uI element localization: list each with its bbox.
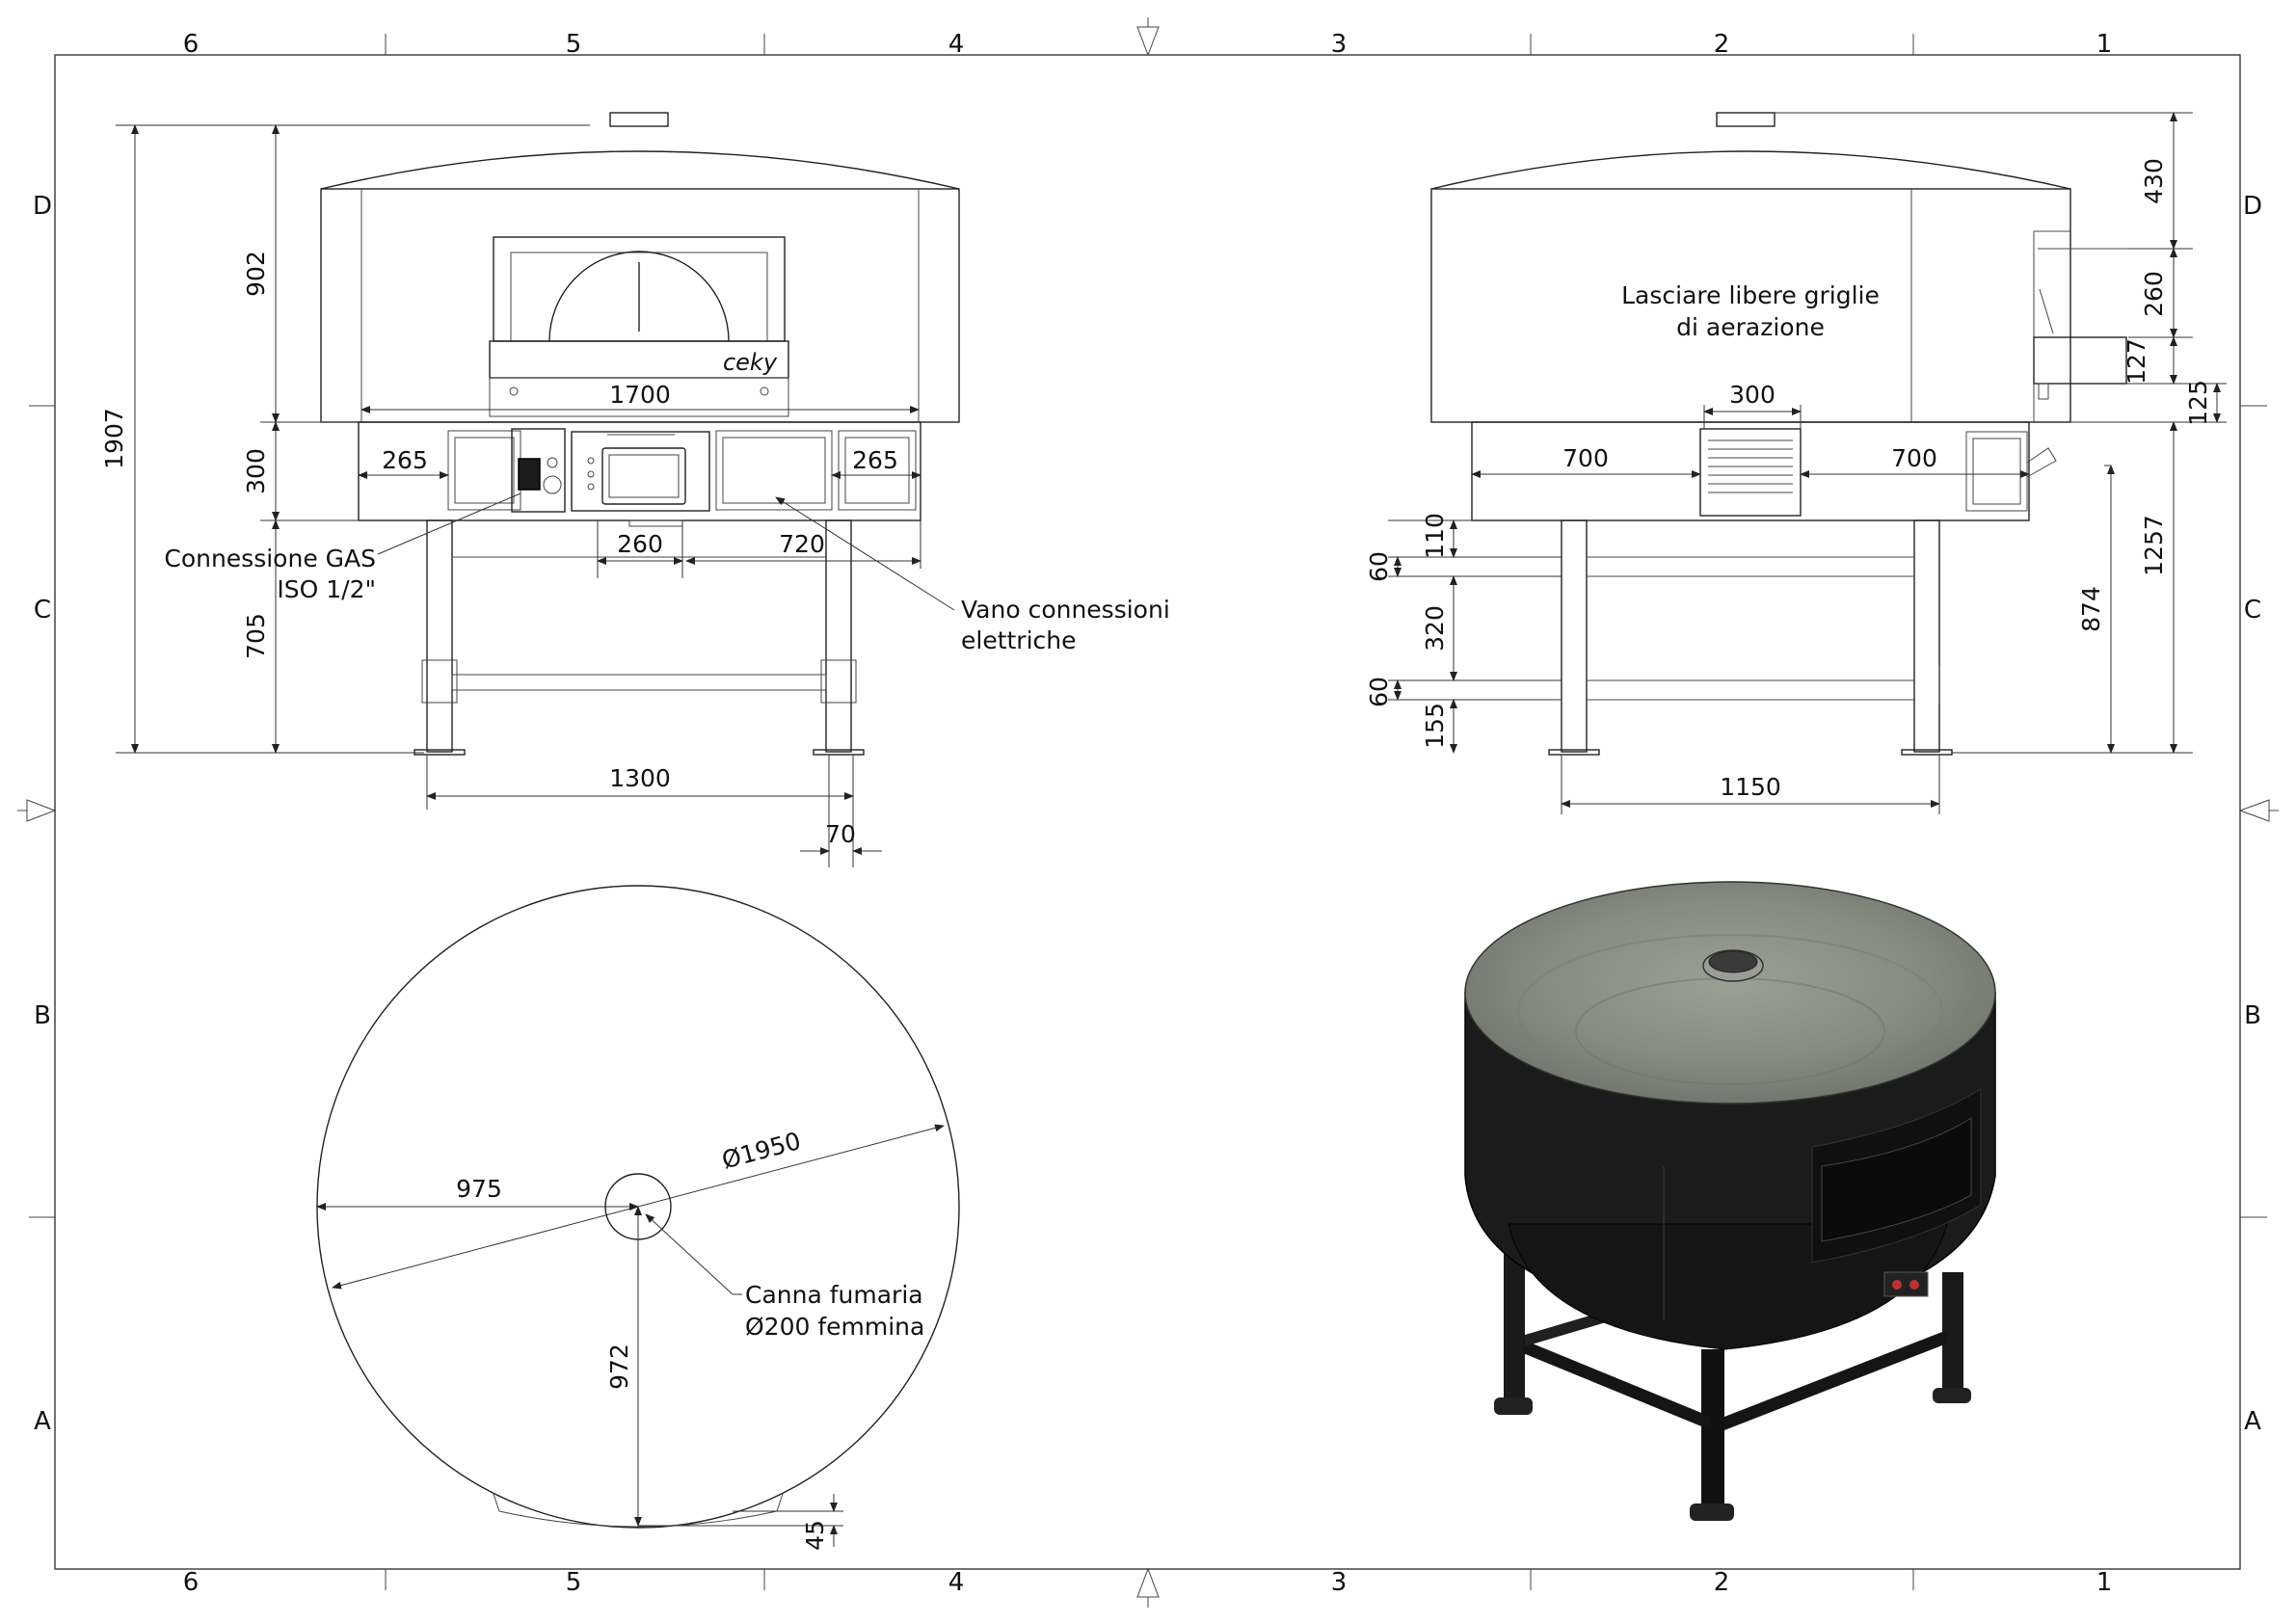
dim-front-left-panel: 265: [382, 446, 428, 474]
side-view: Lasciare libere griglie di aerazione 300…: [1365, 112, 2227, 814]
dim-side-right-700: 700: [1891, 444, 1937, 472]
dim-side-h155: 155: [1421, 703, 1449, 749]
dim-top-radius: 975: [456, 1175, 502, 1203]
zone-col-1-top: 1: [2096, 30, 2113, 59]
brand-logo-text: ceky: [723, 349, 778, 376]
dim-top-offset: 972: [605, 1344, 633, 1390]
front-base: [358, 421, 921, 521]
zone-row-d-left: D: [33, 192, 52, 221]
oven-3d-render: [1464, 881, 1996, 1521]
front-dome: [320, 150, 960, 190]
dim-front-total-height: 1907: [100, 408, 128, 469]
dim-side-h320: 320: [1421, 605, 1449, 652]
note-vent-line2: di aerazione: [1676, 313, 1825, 341]
note-gas-line1: Connessione GAS: [164, 545, 376, 572]
note-flue-line2: Ø200 femmina: [745, 1313, 924, 1341]
front-leg-crossbar: [451, 674, 827, 691]
zone-row-b-left: B: [34, 1001, 51, 1030]
front-gas-panel: [511, 428, 566, 513]
front-leg-left: [426, 519, 453, 753]
dim-side-vent-width: 300: [1729, 381, 1775, 409]
dim-front-base-height: 300: [242, 448, 270, 494]
dim-side-flue-height: 430: [2140, 158, 2168, 204]
dim-front-door-width: 260: [617, 530, 663, 558]
front-door: [571, 431, 710, 512]
zone-col-6-bottom: 6: [183, 1568, 200, 1597]
front-elec-panel: [715, 430, 833, 511]
dim-side-h60-bottom: 60: [1365, 677, 1393, 707]
front-dimensions: 1907 902 300 705 1700 265 265 260 720: [100, 124, 921, 867]
drawing-frame: [17, 17, 2279, 1608]
zone-row-c-right: C: [2244, 596, 2261, 625]
dim-side-h60-top: 60: [1365, 551, 1393, 582]
zone-col-6-top: 6: [183, 30, 200, 59]
zone-col-5-bottom: 5: [566, 1568, 582, 1597]
dim-front-width: 1700: [609, 381, 671, 409]
side-leg-left: [1561, 519, 1588, 753]
side-vent-slots: [1708, 439, 1793, 493]
zone-col-1-bottom: 1: [2096, 1568, 2113, 1597]
dim-front-dome-height: 902: [242, 251, 270, 297]
dim-side-h110: 110: [1421, 513, 1449, 559]
side-dimensions: 300 700 700 430 260 127 125 1257 874: [1365, 112, 2227, 814]
top-view: Ø1950 975 972 45 Canna fumaria Ø200 femm…: [316, 885, 960, 1551]
dim-top-overhang: 45: [801, 1520, 829, 1551]
dim-front-foot-width: 70: [825, 820, 856, 848]
note-flue-line1: Canna fumaria: [745, 1281, 923, 1309]
zone-row-a-left: A: [34, 1407, 51, 1436]
dim-side-left-700: 700: [1562, 444, 1609, 472]
render-dome-top: [1464, 881, 1996, 1104]
side-flue-collar: [1716, 112, 1775, 127]
side-dome: [1430, 150, 2071, 190]
note-elec-line2: elettriche: [961, 626, 1077, 654]
zone-col-5-top: 5: [566, 30, 582, 59]
dim-side-h874: 874: [2077, 586, 2105, 632]
zone-col-3-top: 3: [1331, 30, 1348, 59]
dim-side-legs-span: 1150: [1720, 773, 1781, 801]
dim-top-diameter: Ø1950: [719, 1127, 804, 1175]
dim-front-elec-offset: 720: [779, 530, 825, 558]
side-vent-grille: [1699, 428, 1802, 517]
zone-col-3-bottom: 3: [1331, 1568, 1348, 1597]
dim-front-right-panel: 265: [852, 446, 898, 474]
zone-col-4-bottom: 4: [948, 1568, 965, 1597]
front-leg-right: [825, 519, 852, 753]
note-gas-line2: ISO 1/2": [277, 575, 376, 603]
zone-col-2-top: 2: [1714, 30, 1730, 59]
render-legs: [1494, 1243, 1971, 1521]
zone-col-2-bottom: 2: [1714, 1568, 1730, 1597]
side-flue-outlet: [2033, 336, 2127, 385]
side-leg-right: [1913, 519, 1940, 753]
dim-side-h1257: 1257: [2140, 515, 2168, 576]
dim-front-legs-height: 705: [242, 613, 270, 659]
zone-row-c-left: C: [34, 596, 51, 625]
note-elec-line1: Vano connessioni: [961, 596, 1170, 624]
zone-col-4-top: 4: [948, 30, 965, 59]
zone-row-a-right: A: [2244, 1407, 2261, 1436]
zone-labels: 6 5 4 3 2 1 6 5 4 3 2 1 D C B A D C B A: [33, 30, 2262, 1597]
dim-side-h125: 125: [2184, 380, 2212, 426]
zone-row-d-right: D: [2243, 192, 2262, 221]
zone-row-b-right: B: [2244, 1001, 2261, 1030]
side-elec-panel: [1965, 431, 2028, 512]
front-flue-collar: [609, 112, 669, 127]
side-base: [1471, 421, 2030, 521]
dim-side-h260: 260: [2140, 271, 2168, 317]
front-right-panel: [838, 430, 917, 511]
note-vent-line1: Lasciare libere griglie: [1621, 281, 1880, 309]
dim-front-legs-span: 1300: [609, 764, 671, 792]
front-view: ceky 1907: [100, 112, 1170, 867]
dim-side-h127: 127: [2122, 338, 2150, 385]
